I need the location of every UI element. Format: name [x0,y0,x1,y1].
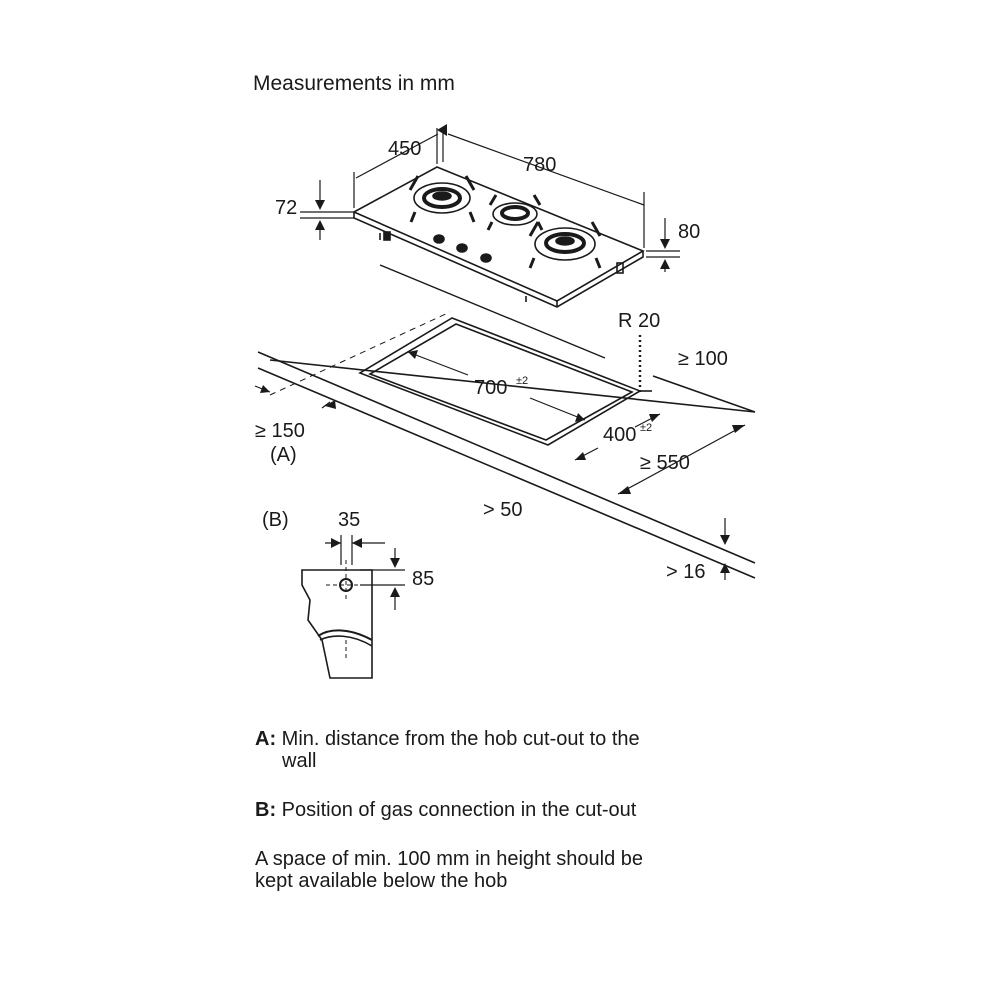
dim-front-clearance: > 50 [483,499,522,521]
knob-icon [456,243,468,253]
notes: A: Min. distance from the hob cut-out to… [255,728,775,919]
dim-side-clearance: ≥ 150 [255,420,305,442]
note-space: A space of min. 100 mm in height should … [255,848,775,892]
knob-icon [433,234,445,244]
dim-corner-radius: R 20 [618,310,660,332]
note-space-line1: A space of min. 100 mm in height should … [255,848,644,870]
dim-worktop-depth: ≥ 550 [640,452,690,474]
dim-cutout-width: 700 [474,377,507,399]
dim-gas-offset-x: 35 [338,509,360,531]
note-a-text: Min. distance from the hob cut-out to th… [276,728,640,750]
knob-icon [480,253,492,263]
label-b: (B) [262,509,289,531]
dim-cutout-width-tolerance: ±2 [516,375,528,387]
dim-hob-depth: 450 [388,138,421,160]
cutout-drawing [358,317,652,446]
burner-right-icon [528,221,602,269]
dim-cutout-depth-tolerance: ±2 [640,422,652,434]
dim-hob-height-rear: 80 [678,221,700,243]
dim-cutout-depth: 400 [603,424,636,446]
burner-left-icon [408,175,476,223]
note-a: A: Min. distance from the hob cut-out to… [255,728,775,772]
dim-rear-clearance: ≥ 100 [678,348,728,370]
note-a-key: A: [255,728,277,750]
dim-hob-width: 780 [523,154,556,176]
dim-worktop-thickness: > 16 [666,561,705,583]
worktop-drawing [257,351,756,579]
note-b-key: B: [255,799,277,821]
note-b: B: Position of gas connection in the cut… [255,799,775,821]
page-title: Measurements in mm [253,72,455,95]
hob-drawing [352,166,645,308]
detail-b-gas-connection [301,535,405,679]
note-b-text: Position of gas connection in the cut-ou… [276,799,637,821]
dim-gas-offset-y: 85 [412,568,434,590]
burner-middle-icon [486,194,544,231]
note-space-line2: kept available below the hob [255,870,508,892]
label-a: (A) [270,444,297,466]
note-a-text-continued: wall [282,750,317,772]
dim-hob-height-front: 72 [275,197,297,219]
